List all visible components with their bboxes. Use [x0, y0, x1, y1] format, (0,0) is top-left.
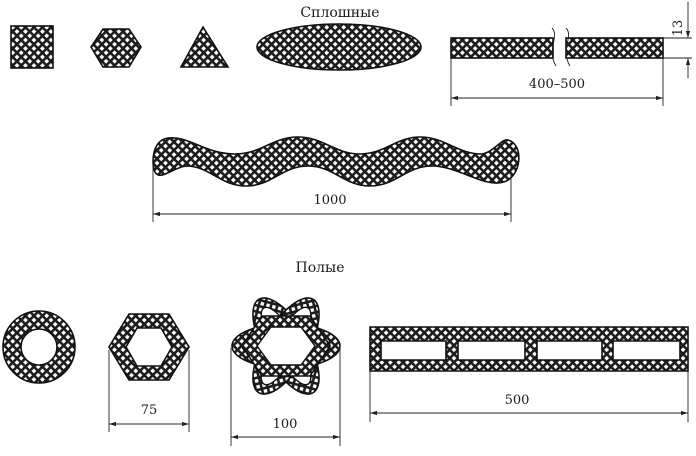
strip-length-label: 400–500 — [529, 77, 585, 92]
solid-label: Сплошные — [300, 5, 379, 21]
bar-length-label: 500 — [505, 393, 530, 408]
wave-length-label: 1000 — [313, 193, 346, 208]
hollow-ring — [2, 310, 76, 384]
solid-oval — [256, 23, 422, 71]
hollow-cell-bar — [369, 326, 689, 372]
hollow-label: Полые — [296, 260, 345, 276]
bar-length-dimension: 500 — [369, 371, 689, 422]
strip-height-dimension: 13 — [663, 2, 692, 78]
hex-width-dimension: 75 — [108, 350, 190, 432]
strip-length-dimension: 400–500 — [450, 58, 664, 106]
flower-width-dimension: 100 — [230, 348, 341, 446]
solid-triangle — [179, 25, 230, 68]
solid-strip — [450, 27, 664, 67]
wave-length-dimension: 1000 — [152, 160, 512, 222]
hollow-hexagon — [108, 313, 190, 381]
solid-wave-profile — [152, 136, 520, 187]
flower-width-label: 100 — [273, 417, 298, 432]
hex-width-label: 75 — [141, 403, 158, 418]
solid-square — [10, 25, 54, 69]
hollow-flower-profile — [231, 297, 341, 395]
solid-hexagon — [90, 28, 142, 68]
strip-height-label: 13 — [671, 20, 686, 37]
